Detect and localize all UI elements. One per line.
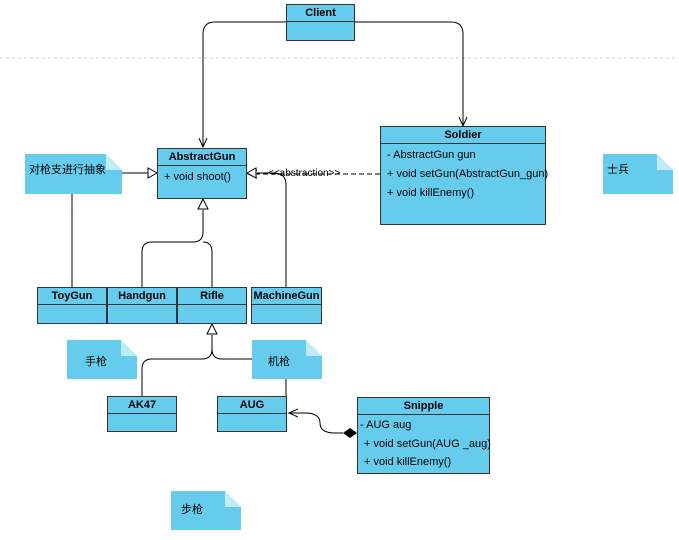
aug-class[interactable]: AUG (217, 396, 287, 432)
client-to-soldier-link[interactable] (355, 21, 463, 126)
machinegun-generalization[interactable] (257, 172, 287, 287)
snipple-members: - AUG aug + void setGun(AUG _aug) + void… (358, 415, 491, 471)
soldier-note[interactable]: 士兵 (603, 154, 673, 194)
snipple-member: + void killEnemy() (364, 456, 452, 468)
machinegun-note[interactable]: 机枪 (252, 340, 322, 379)
snipple-member: - AUG aug (360, 419, 412, 431)
rifle-note-text: 步枪 (181, 504, 203, 516)
soldier-class-name: Soldier (381, 127, 545, 144)
ak47-class[interactable]: AK47 (107, 396, 177, 432)
abstractgun-class-name: AbstractGun (158, 149, 246, 166)
aug-class-name: AUG (218, 397, 286, 414)
handgun-rifle-generalization[interactable] (141, 210, 213, 287)
client-class-name: Client (287, 5, 354, 22)
toygun-class-name: ToyGun (38, 288, 106, 305)
note-fold-icon (106, 154, 122, 170)
handgun-note[interactable]: 手枪 (67, 340, 137, 379)
machinegun-class[interactable]: MachineGun (251, 287, 322, 324)
note-fold-icon (225, 491, 241, 507)
handgun-note-text: 手枪 (85, 356, 107, 368)
machinegun-generalization-head (245, 167, 257, 179)
ak47-class-name: AK47 (108, 397, 176, 414)
client-class[interactable]: Client (286, 4, 355, 41)
soldier-members: - AbstractGun gun + void setGun(Abstract… (381, 144, 549, 205)
note-fold-icon (306, 340, 322, 356)
machinegun-note-text: 机枪 (268, 356, 290, 368)
rifle-note[interactable]: 步枪 (171, 491, 241, 530)
snipple-aug-composition[interactable] (289, 413, 343, 434)
soldier-class[interactable]: Soldier - AbstractGun gun + void setGun(… (380, 126, 549, 225)
handgun-rifle-generalization-head (197, 197, 209, 210)
abstract-gun-note-text: 对枪支进行抽象 (29, 164, 106, 176)
soldier-member: - AbstractGun gun (387, 149, 476, 161)
snipple-member: + void setGun(AUG _aug) (364, 438, 491, 450)
soldier-note-text: 士兵 (607, 164, 629, 176)
handgun-class-name: Handgun (108, 288, 176, 305)
rifle-class-name: Rifle (178, 288, 246, 305)
rifle-class[interactable]: Rifle (177, 287, 247, 324)
snipple-class[interactable]: Snipple - AUG aug + void setGun(AUG _aug… (357, 397, 491, 474)
toygun-generalization-head (147, 167, 159, 179)
note-fold-icon (121, 340, 137, 356)
ak47-aug-generalization-head (206, 322, 218, 335)
soldier-member: + void killEnemy() (387, 187, 475, 199)
soldier-member: + void setGun(AbstractGun_gun) (387, 168, 549, 180)
abstract-gun-note[interactable]: 对枪支进行抽象 (25, 154, 122, 194)
abstraction-label: <<abstraction>> (268, 168, 341, 179)
abstractgun-members: + void shoot() (158, 166, 246, 189)
snipple-class-name: Snipple (358, 398, 489, 415)
abstractgun-method: + void shoot() (164, 171, 231, 183)
abstractgun-class[interactable]: AbstractGun + void shoot() (157, 148, 247, 199)
handgun-class[interactable]: Handgun (107, 287, 177, 324)
note-fold-icon (657, 154, 673, 170)
machinegun-class-name: MachineGun (252, 288, 321, 305)
client-to-abstractgun-link[interactable] (203, 21, 286, 147)
toygun-class[interactable]: ToyGun (37, 287, 107, 324)
composition-diamond (343, 428, 357, 438)
